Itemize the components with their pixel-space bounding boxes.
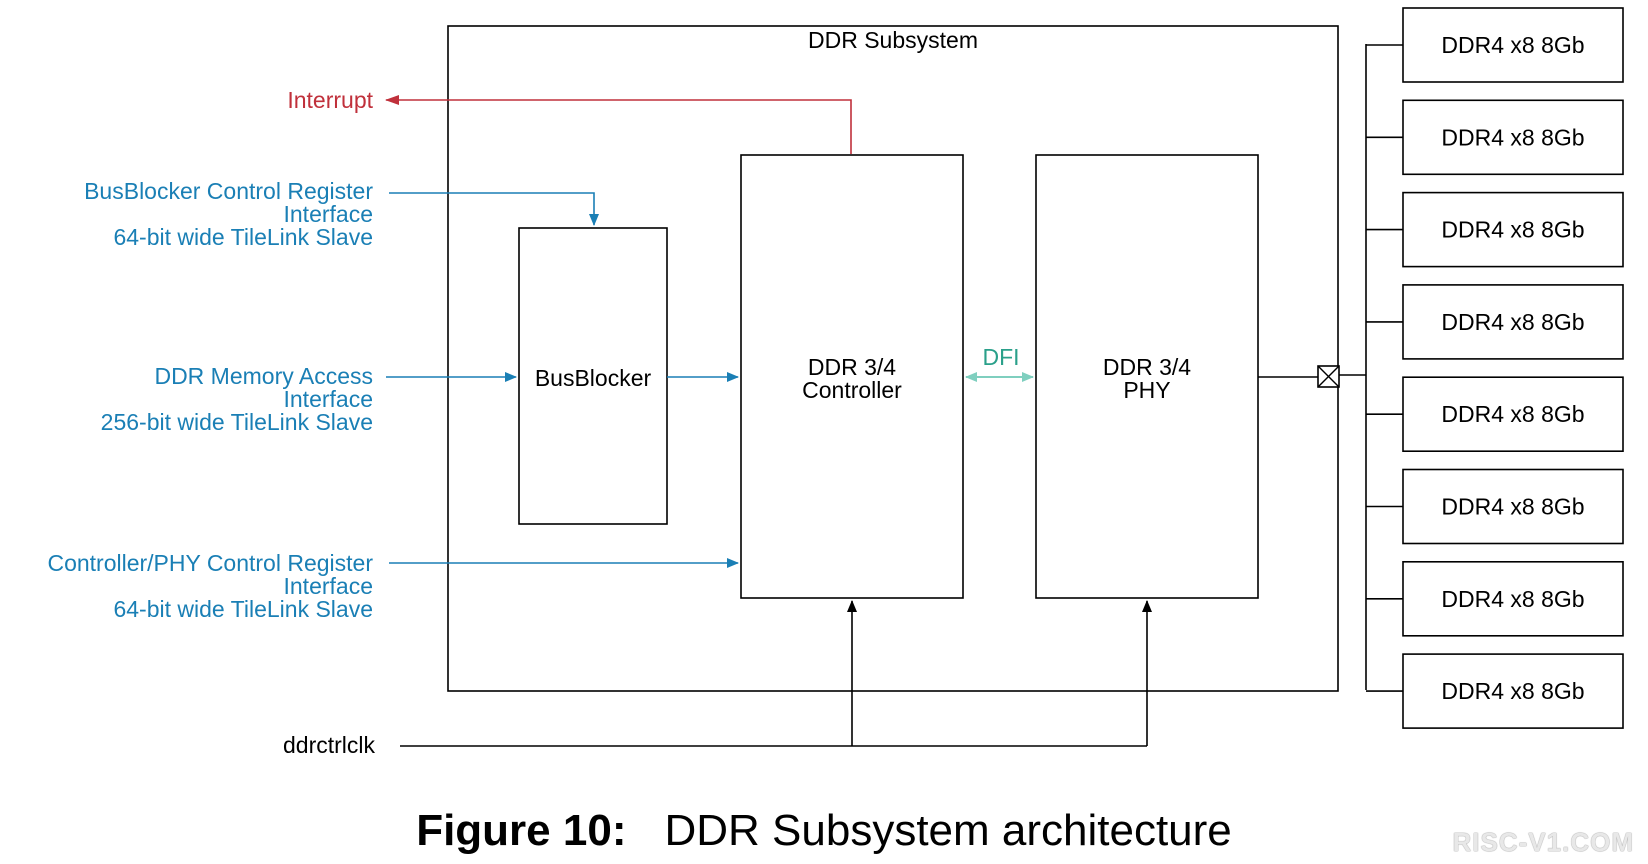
- bus-junction-icon: [1317, 365, 1340, 388]
- mem-access-label-line2: Interface: [284, 386, 374, 412]
- memory-chip-label: DDR4 x8 8Gb: [1441, 401, 1584, 427]
- ddr-subsystem-title: DDR Subsystem: [808, 27, 978, 53]
- memory-chip-box: [1402, 560, 1624, 637]
- mem-access-label-line1: DDR Memory Access: [154, 363, 373, 389]
- watermark-logo: RISC-V1.COM: [1452, 827, 1634, 857]
- interrupt-line: [385, 95, 852, 154]
- busblocker-label: BusBlocker: [535, 365, 652, 391]
- ddr-subsystem-box: [447, 25, 1339, 692]
- ddr-controller-label-line1: DDR 3/4: [808, 354, 896, 380]
- busblocker-ctrl-label-line1: BusBlocker Control Register: [84, 178, 373, 204]
- busblocker-ctrl-arrow: [389, 192, 599, 226]
- busblocker-ctrl-label-line3: 64-bit wide TileLink Slave: [113, 224, 373, 250]
- interrupt-label: Interrupt: [287, 87, 373, 113]
- busblocker-block: [518, 227, 668, 525]
- clock-label: ddrctrlclk: [283, 732, 376, 758]
- mem-access-label-line3: 256-bit wide TileLink Slave: [101, 409, 373, 435]
- memory-chip-label: DDR4 x8 8Gb: [1441, 586, 1584, 612]
- ctrl-phy-label-line3: 64-bit wide TileLink Slave: [113, 596, 373, 622]
- memory-chip-box: [1402, 191, 1624, 268]
- caption-number: Figure 10:: [416, 806, 627, 855]
- memory-chip-box: [1402, 7, 1624, 83]
- memory-chip-box: [1402, 99, 1624, 176]
- memory-chip-box: [1402, 468, 1624, 545]
- memory-chip-box: [1402, 376, 1624, 453]
- ddr-phy-label-line2: PHY: [1123, 377, 1170, 403]
- memory-chip-label: DDR4 x8 8Gb: [1441, 309, 1584, 335]
- memory-chip-box: [1402, 284, 1624, 360]
- memory-chip-label: DDR4 x8 8Gb: [1441, 32, 1584, 58]
- ddr-phy-label-line1: DDR 3/4: [1103, 354, 1191, 380]
- memory-chip-label: DDR4 x8 8Gb: [1441, 124, 1584, 150]
- memory-chip-label: DDR4 x8 8Gb: [1441, 494, 1584, 520]
- dfi-label: DFI: [982, 344, 1019, 370]
- busblocker-ctrl-label-line2: Interface: [284, 201, 374, 227]
- caption-text: DDR Subsystem architecture: [664, 806, 1232, 855]
- ctrl-phy-label-line2: Interface: [284, 573, 374, 599]
- figure-caption: Figure 10: DDR Subsystem architecture: [0, 806, 1648, 856]
- ddr-controller-block: [740, 154, 964, 599]
- ddr-controller-label-line2: Controller: [802, 377, 902, 403]
- ctrl-phy-label-line1: Controller/PHY Control Register: [47, 550, 373, 576]
- memory-chip-box: [1402, 653, 1624, 729]
- memory-chip-label: DDR4 x8 8Gb: [1441, 217, 1584, 243]
- memory-chip-label: DDR4 x8 8Gb: [1441, 678, 1584, 704]
